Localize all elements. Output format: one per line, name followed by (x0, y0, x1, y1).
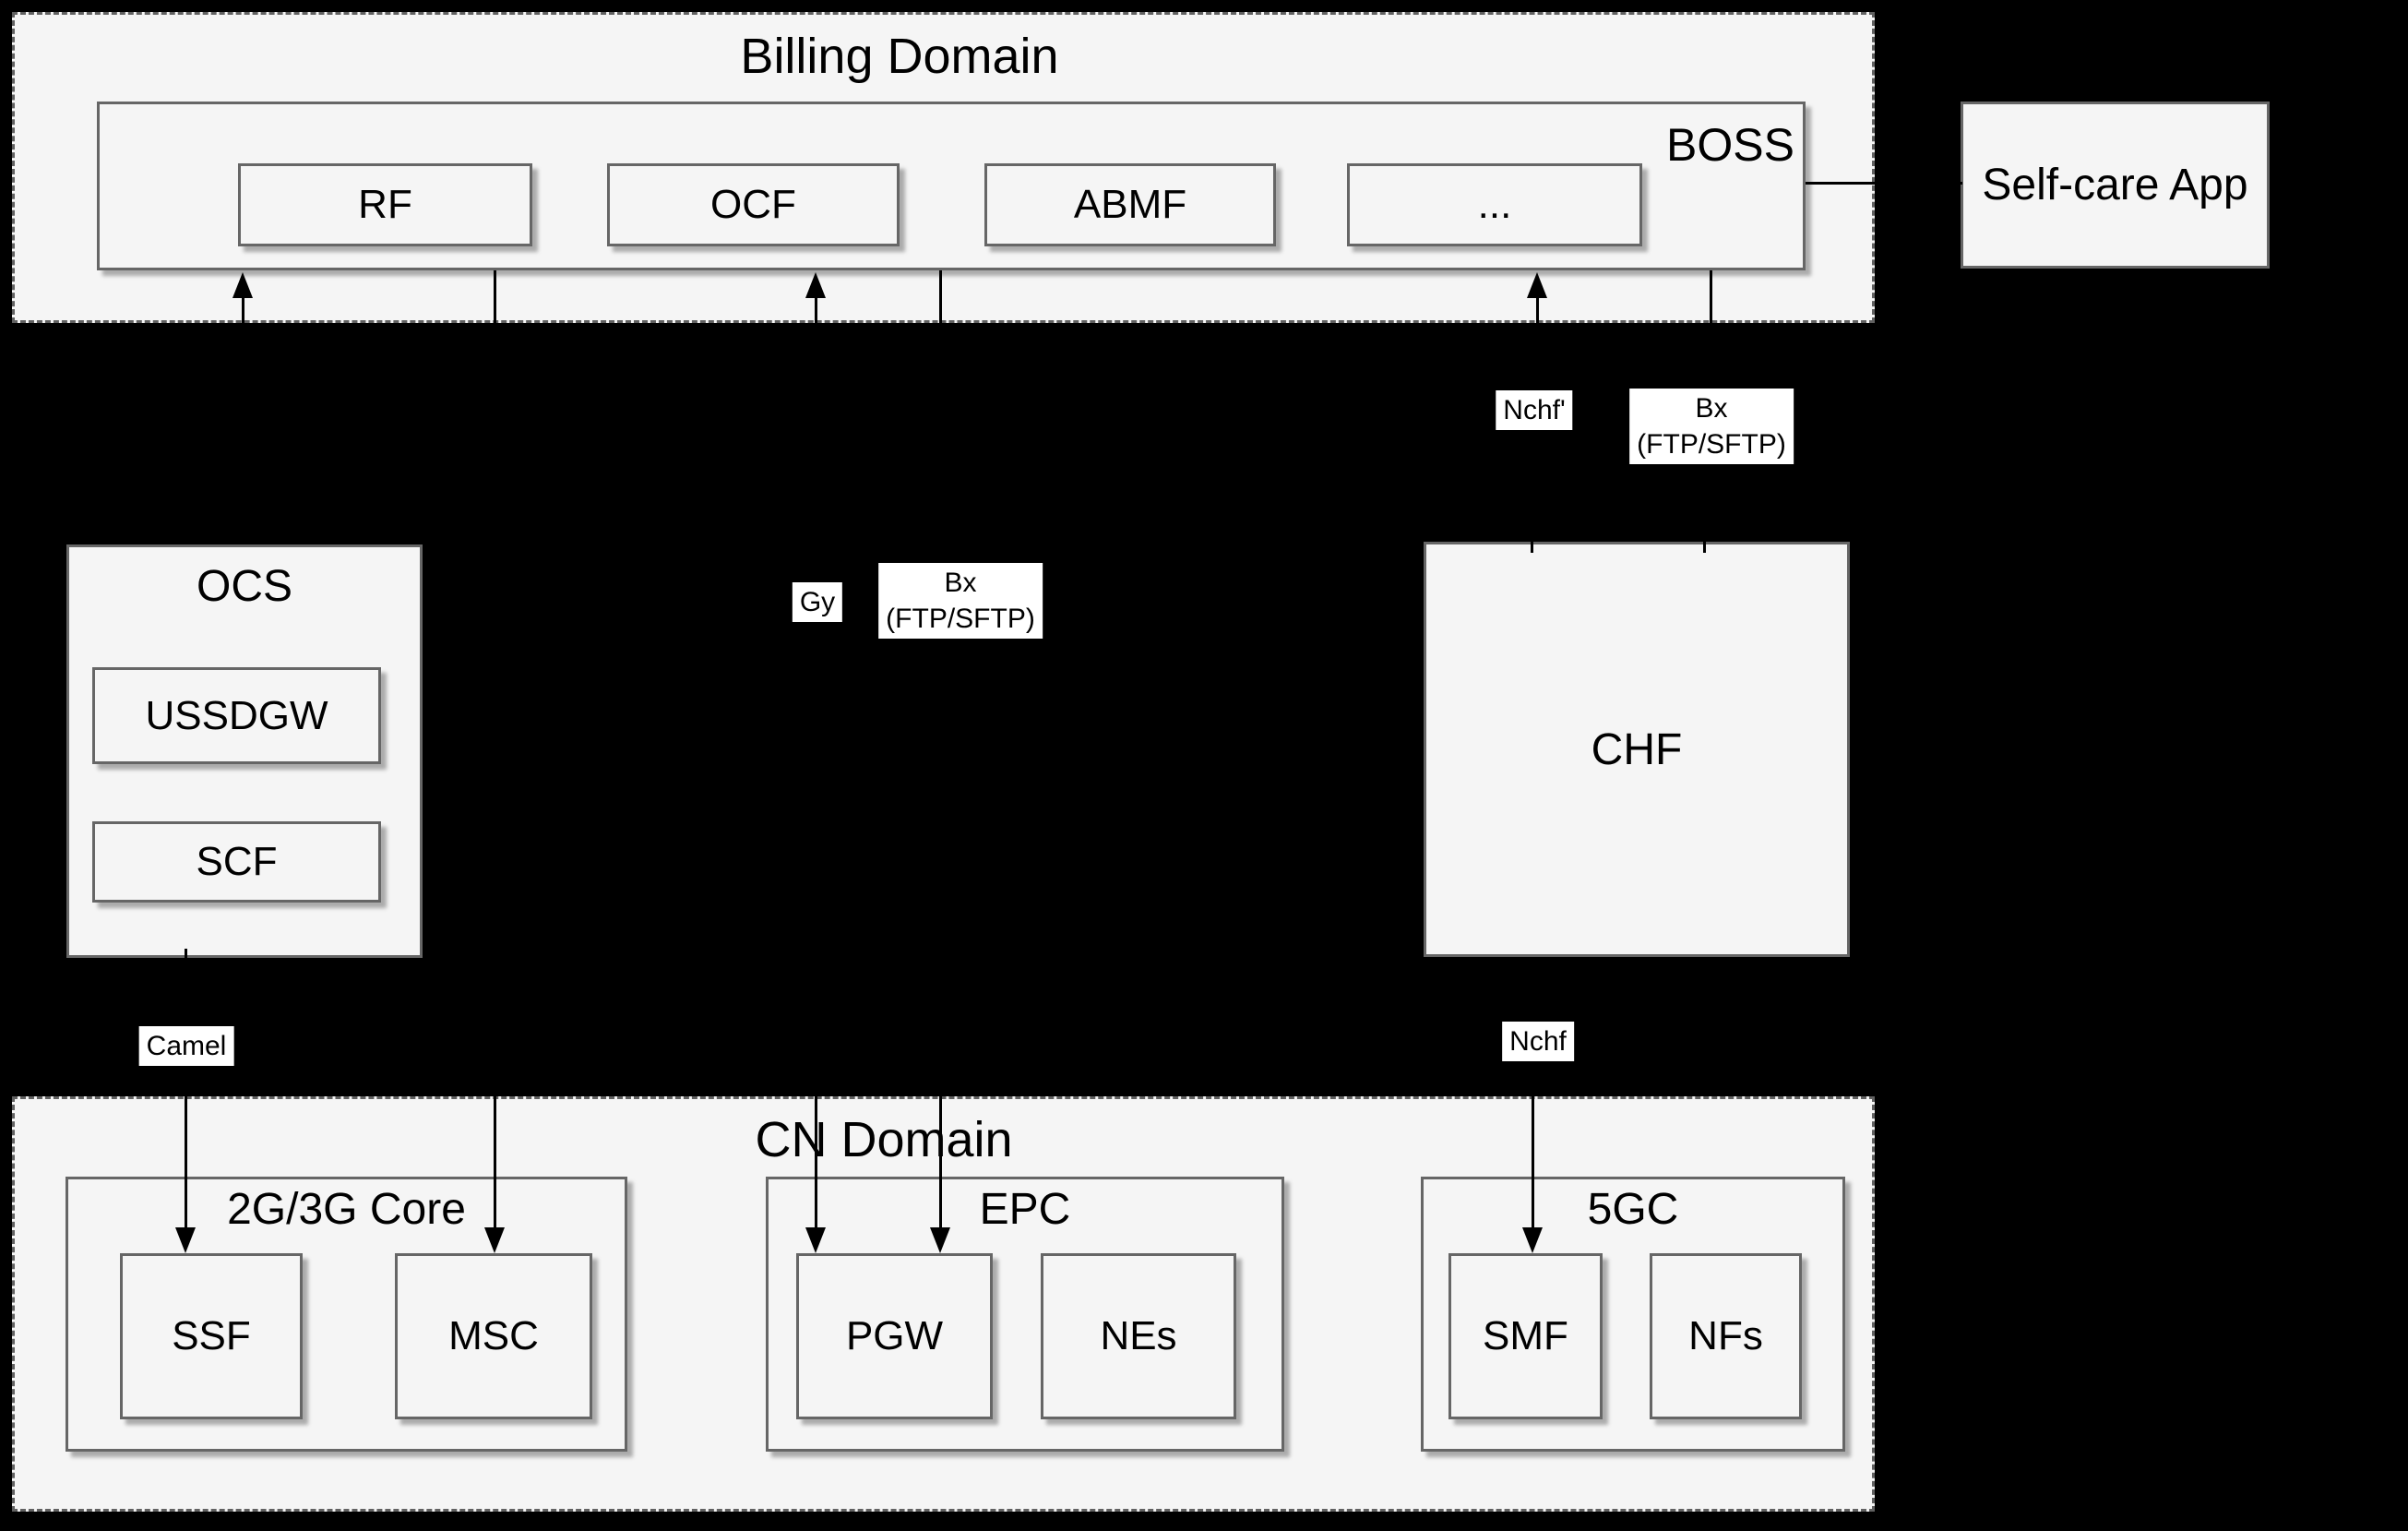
connector-boss-selfcare (1806, 182, 1962, 185)
arrowhead-down-msc-icon (484, 1227, 505, 1253)
billing-domain-title: Billing Domain (740, 29, 1059, 84)
arrowhead-down-smf-icon (1522, 1227, 1543, 1253)
nfs-box: NFs (1650, 1253, 1802, 1419)
smf-box: SMF (1448, 1253, 1603, 1419)
interface-label-nchf: Nchf (1502, 1022, 1574, 1061)
connector-bx-mid-top (939, 270, 942, 323)
connector-ocs-boss (242, 293, 244, 323)
connector-nchf-prime-top (1536, 293, 1539, 323)
connector-bx-right-top (1710, 270, 1712, 323)
module-box-ocf: OCF (607, 163, 900, 246)
ussdgw-label: USSDGW (145, 692, 328, 738)
arrowhead-down-ssf-icon (175, 1227, 196, 1253)
ssf-label: SSF (172, 1313, 251, 1358)
group-2g3g-core-title: 2G/3G Core (227, 1185, 466, 1234)
connector-nchf-smf (1532, 1096, 1534, 1230)
module-label-ellipsis: ... (1477, 182, 1512, 227)
module-box-rf: RF (238, 163, 532, 246)
arrowhead-down-pgw-left-icon (805, 1227, 826, 1253)
interface-label-gy: Gy (792, 582, 843, 622)
cn-domain-title: CN Domain (755, 1112, 1013, 1167)
chf-box: CHF (1424, 542, 1850, 957)
chf-label: CHF (1591, 724, 1683, 774)
connector-stub-chf-top-right (1703, 540, 1706, 553)
group-5gc-title: 5GC (1587, 1185, 1679, 1234)
interface-label-nchf-prime: Nchf' (1496, 390, 1573, 430)
connector-stub-chf-top-left (1531, 540, 1533, 553)
module-label-ocf: OCF (710, 182, 796, 227)
scf-label: SCF (196, 839, 278, 884)
arrowhead-up-gy-boss-icon (805, 272, 826, 298)
arrowhead-up-ocs-boss-icon (232, 272, 253, 298)
interface-label-bx-mid-line2: (FTP/SFTP) (886, 604, 1035, 634)
interface-label-bx-right-line1: Bx (1695, 393, 1728, 424)
module-box-ellipsis: ... (1347, 163, 1642, 246)
nes-box: NEs (1041, 1253, 1236, 1419)
boss-label: BOSS (1666, 119, 1794, 171)
self-care-app-box: Self-care App (1961, 102, 2270, 269)
connector-bx-pgw (939, 1096, 942, 1230)
interface-label-camel: Camel (138, 1026, 234, 1066)
nfs-label: NFs (1688, 1313, 1763, 1358)
arrowhead-down-pgw-right-icon (930, 1227, 950, 1253)
msc-label: MSC (448, 1313, 539, 1358)
interface-label-bx-mid-line1: Bx (944, 568, 977, 598)
msc-box: MSC (395, 1253, 592, 1419)
smf-label: SMF (1483, 1313, 1568, 1358)
ocs-title: OCS (196, 562, 292, 611)
interface-label-bx-right: Bx (FTP/SFTP) (1629, 389, 1794, 464)
connector-gy-top (815, 293, 817, 323)
ussdgw-box: USSDGW (92, 667, 381, 764)
nes-label: NEs (1100, 1313, 1177, 1358)
module-label-abmf: ABMF (1073, 182, 1187, 227)
pgw-box: PGW (796, 1253, 993, 1419)
interface-label-bx-mid: Bx (FTP/SFTP) (878, 563, 1043, 639)
arrowhead-up-nchf-boss-icon (1527, 272, 1547, 298)
module-label-rf: RF (358, 182, 412, 227)
scf-box: SCF (92, 821, 381, 903)
group-epc-title: EPC (979, 1185, 1071, 1234)
connector-gy-pgw (815, 1096, 817, 1230)
connector-boss-msc (494, 1096, 496, 1230)
interface-label-bx-right-line2: (FTP/SFTP) (1637, 429, 1786, 460)
pgw-label: PGW (845, 1313, 944, 1358)
connector-stub-ocs-bottom (185, 949, 187, 960)
connector-camel-ssf (185, 1096, 187, 1230)
module-box-abmf: ABMF (984, 163, 1276, 246)
self-care-app-label: Self-care App (1982, 161, 2248, 209)
connector-boss-msc-top (494, 270, 496, 323)
ssf-box: SSF (120, 1253, 303, 1419)
